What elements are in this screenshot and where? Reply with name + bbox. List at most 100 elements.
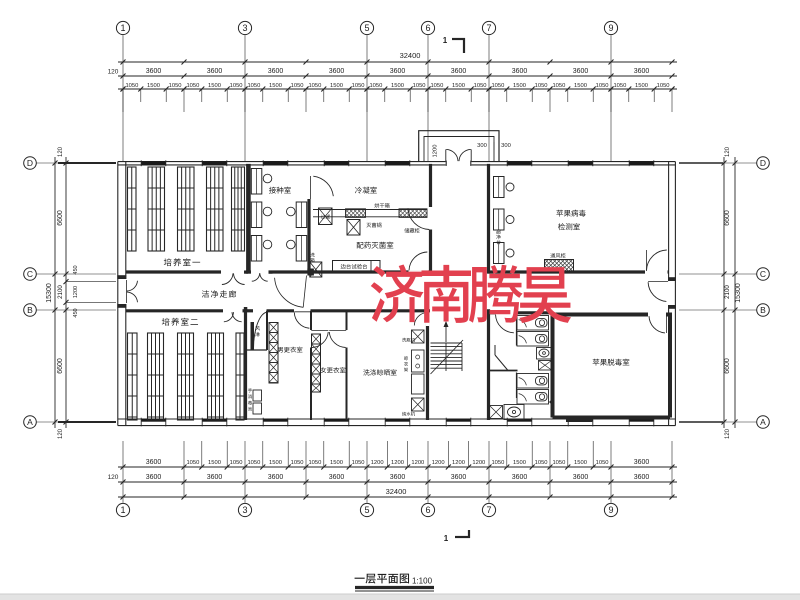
svg-text:D: D	[760, 158, 766, 168]
svg-text:2100: 2100	[724, 285, 731, 299]
svg-text:3600: 3600	[634, 68, 650, 75]
svg-text:1: 1	[443, 36, 448, 45]
svg-text:1050: 1050	[657, 83, 670, 89]
svg-text:3600: 3600	[207, 474, 223, 481]
svg-text:9: 9	[608, 505, 613, 515]
svg-text:1050: 1050	[491, 460, 504, 466]
svg-text:1500: 1500	[513, 83, 526, 89]
svg-text:1: 1	[120, 505, 125, 515]
svg-text:3600: 3600	[573, 474, 589, 481]
svg-text:450: 450	[73, 265, 79, 274]
svg-text:1200: 1200	[411, 460, 424, 466]
svg-text:3600: 3600	[146, 68, 162, 75]
svg-text:1500: 1500	[269, 460, 282, 466]
svg-text:1050: 1050	[613, 83, 626, 89]
svg-text:1500: 1500	[208, 460, 221, 466]
svg-text:1050: 1050	[552, 460, 565, 466]
svg-text:1050: 1050	[552, 83, 565, 89]
svg-text:1: 1	[120, 23, 125, 33]
svg-text:1200: 1200	[432, 460, 445, 466]
svg-text:120: 120	[58, 428, 64, 439]
svg-text:7: 7	[486, 505, 491, 515]
svg-text:1050: 1050	[308, 460, 321, 466]
svg-text:A: A	[27, 417, 33, 427]
svg-text:1050: 1050	[247, 83, 260, 89]
svg-text:1050: 1050	[352, 83, 365, 89]
svg-text:3600: 3600	[634, 459, 650, 466]
svg-text:1200: 1200	[452, 460, 465, 466]
svg-text:6600: 6600	[57, 358, 64, 374]
svg-text:3600: 3600	[512, 68, 528, 75]
svg-text:1050: 1050	[535, 83, 548, 89]
svg-text:1500: 1500	[330, 83, 343, 89]
svg-text:1050: 1050	[491, 83, 504, 89]
svg-text:3600: 3600	[329, 474, 345, 481]
svg-text:3600: 3600	[207, 68, 223, 75]
svg-text:1:100: 1:100	[412, 577, 433, 586]
svg-text:1200: 1200	[73, 286, 79, 298]
svg-text:1050: 1050	[308, 83, 321, 89]
svg-text:3600: 3600	[451, 68, 467, 75]
svg-text:C: C	[27, 269, 33, 279]
svg-text:6: 6	[425, 505, 430, 515]
svg-text:1500: 1500	[208, 83, 221, 89]
svg-text:1050: 1050	[430, 83, 443, 89]
svg-text:1500: 1500	[269, 83, 282, 89]
svg-text:1050: 1050	[369, 83, 382, 89]
svg-text:6: 6	[425, 23, 430, 33]
svg-text:1050: 1050	[596, 460, 609, 466]
svg-text:6600: 6600	[724, 210, 731, 226]
svg-text:1050: 1050	[535, 460, 548, 466]
svg-text:1050: 1050	[247, 460, 260, 466]
svg-text:3600: 3600	[390, 474, 406, 481]
svg-text:1200: 1200	[391, 460, 404, 466]
svg-text:120: 120	[108, 69, 119, 76]
svg-text:3600: 3600	[329, 68, 345, 75]
svg-text:5: 5	[364, 505, 369, 515]
svg-text:1: 1	[444, 534, 449, 543]
svg-text:300: 300	[501, 143, 511, 149]
svg-text:1500: 1500	[574, 460, 587, 466]
svg-text:1050: 1050	[291, 83, 304, 89]
svg-text:B: B	[760, 305, 766, 315]
svg-text:15300: 15300	[46, 283, 53, 303]
svg-text:1500: 1500	[391, 83, 404, 89]
svg-text:1050: 1050	[474, 83, 487, 89]
svg-text:3600: 3600	[512, 474, 528, 481]
svg-text:450: 450	[73, 308, 79, 317]
svg-text:3600: 3600	[573, 68, 589, 75]
svg-text:5: 5	[364, 23, 369, 33]
svg-text:32400: 32400	[400, 51, 421, 60]
svg-text:3600: 3600	[146, 459, 162, 466]
svg-text:1200: 1200	[371, 460, 384, 466]
svg-text:1050: 1050	[413, 83, 426, 89]
svg-text:1500: 1500	[147, 83, 160, 89]
svg-text:1050: 1050	[596, 83, 609, 89]
svg-text:1500: 1500	[574, 83, 587, 89]
svg-text:1050: 1050	[291, 460, 304, 466]
svg-text:1050: 1050	[352, 460, 365, 466]
svg-text:120: 120	[725, 146, 731, 157]
svg-text:1050: 1050	[186, 83, 199, 89]
svg-text:3600: 3600	[268, 68, 284, 75]
svg-text:1500: 1500	[635, 83, 648, 89]
svg-text:3600: 3600	[268, 474, 284, 481]
svg-text:1050: 1050	[186, 460, 199, 466]
svg-text:B: B	[27, 305, 33, 315]
svg-text:120: 120	[725, 428, 731, 439]
svg-text:1500: 1500	[330, 460, 343, 466]
svg-text:3: 3	[242, 505, 247, 515]
svg-text:1050: 1050	[230, 460, 243, 466]
svg-text:120: 120	[58, 146, 64, 157]
svg-text:C: C	[760, 269, 766, 279]
svg-text:15300: 15300	[735, 283, 742, 303]
svg-text:120: 120	[108, 474, 119, 481]
svg-text:1050: 1050	[230, 83, 243, 89]
svg-text:3600: 3600	[146, 474, 162, 481]
svg-text:3600: 3600	[451, 474, 467, 481]
svg-text:1200: 1200	[433, 145, 439, 158]
svg-text:9: 9	[608, 23, 613, 33]
svg-text:6600: 6600	[724, 358, 731, 374]
svg-text:3600: 3600	[634, 474, 650, 481]
svg-text:D: D	[27, 158, 33, 168]
